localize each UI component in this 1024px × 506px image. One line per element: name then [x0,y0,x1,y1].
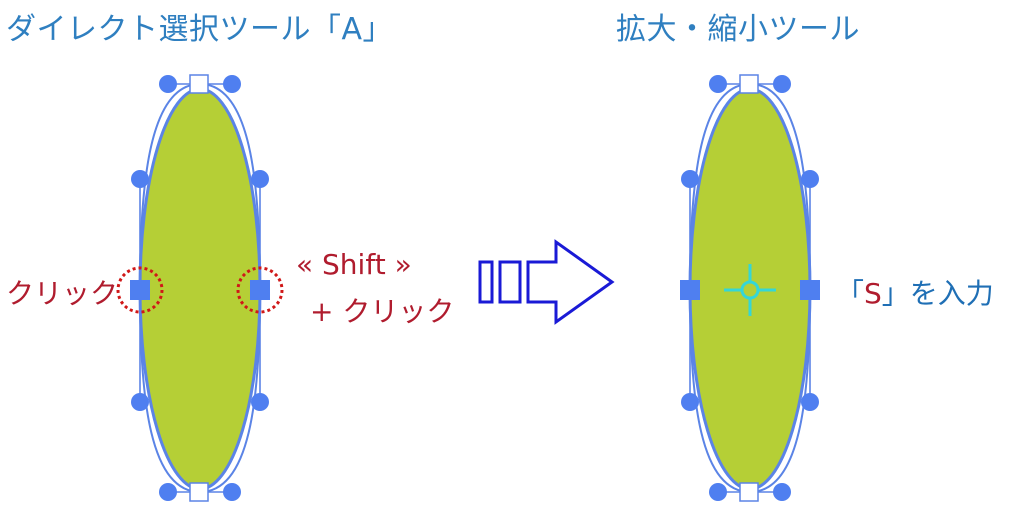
right-handle-dots [681,75,819,501]
reference-point-icon [724,264,776,316]
shift-label: « Shift » [296,248,412,281]
shift-click-label: + クリック [310,295,455,328]
right-ellipse[interactable] [688,87,812,491]
click-highlight-left [116,266,164,314]
right-top-anchor[interactable] [739,74,759,94]
right-right-anchor-selected[interactable] [800,280,820,300]
click-label: クリック [6,277,119,310]
left-ellipse[interactable] [138,87,262,491]
input-open-bracket: 「 [836,277,865,310]
input-key: S [864,277,882,310]
right-ellipse-group [680,74,820,502]
right-arrow-icon [478,239,615,325]
right-bottom-anchor[interactable] [739,482,759,502]
click-highlight-right [236,266,284,314]
left-ellipse-group [116,74,284,502]
input-s-label: 「S」を入力 [836,272,994,312]
left-top-anchor[interactable] [189,74,209,94]
right-left-anchor-selected[interactable] [680,280,700,300]
right-title: 拡大・縮小ツール [616,12,860,47]
right-side-anchor-selected[interactable] [250,280,270,300]
left-title: ダイレクト選択ツール「A」 [6,12,394,47]
left-handle-dots [131,75,269,501]
left-bottom-anchor[interactable] [189,482,209,502]
input-close-text: 」を入力 [881,277,994,310]
left-side-anchor-selected[interactable] [130,280,150,300]
